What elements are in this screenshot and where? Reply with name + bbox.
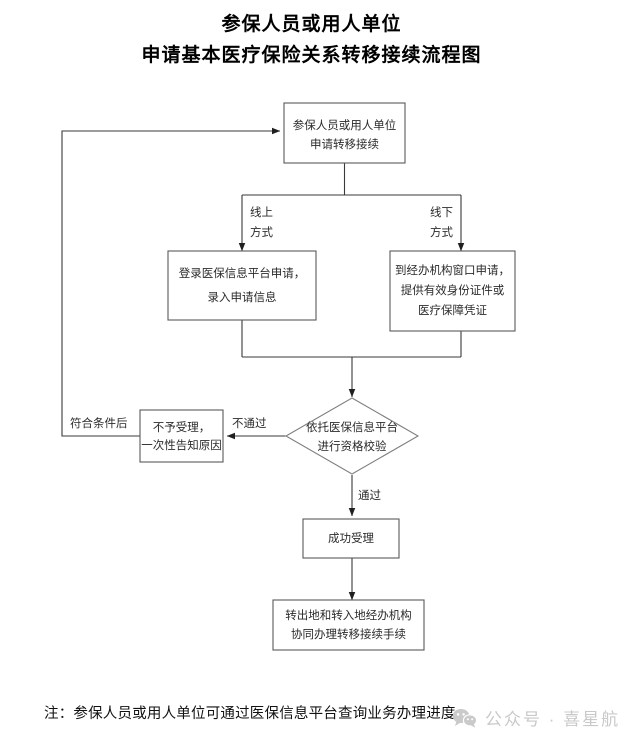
node-accept[interactable]: 成功受理 <box>302 518 400 559</box>
node-reject[interactable]: 不予受理， 一次性告知原因 <box>139 409 224 463</box>
node-online-box <box>167 250 317 321</box>
node-verify-decision[interactable]: 依托医保信息平台 进行资格校验 <box>284 397 420 475</box>
node-reject-line-2: 一次性告知原因 <box>141 438 222 452</box>
edge-label-offline-line-2: 方式 <box>430 225 453 239</box>
edge-label-offline-line-1: 线下 <box>430 205 453 219</box>
node-offline-application[interactable]: 到经办机构窗口申请， 提供有效身份证件或 医疗保障凭证 <box>389 250 516 332</box>
title-line-primary: 参保人员或用人单位 <box>221 14 402 35</box>
node-verify-line-2: 进行资格校验 <box>318 439 387 453</box>
node-reject-box <box>139 409 224 463</box>
flowchart-diagram: 参保人员或用人单位 申请转移接续 线上 方式 线下 方式 登录医保信息平台申请，… <box>0 88 623 673</box>
footer-note: 注：参保人员或用人单位可通过医保信息平台查询业务办理进度。 <box>44 706 471 722</box>
node-verify-diamond <box>284 397 420 475</box>
watermark: 公众号 · 喜星航 <box>452 705 620 730</box>
node-handle-transfer[interactable]: 转出地和转入地经办机构 协同办理转移接续手续 <box>272 599 425 651</box>
flowchart-svg: 参保人员或用人单位 申请转移接续 线上 方式 线下 方式 登录医保信息平台申请，… <box>61 102 516 651</box>
node-offline-line-1: 到经办机构窗口申请， <box>395 263 510 277</box>
node-online-application[interactable]: 登录医保信息平台申请， 录入申请信息 <box>167 250 317 321</box>
edge-reject-loopback-to-start <box>61 127 281 437</box>
node-online-line-1: 登录医保信息平台申请， <box>179 266 306 280</box>
watermark-label: 公众号 · 喜星航 <box>485 710 621 729</box>
node-start-line-1: 参保人员或用人单位 <box>293 118 397 132</box>
edge-label-requalify: 符合条件后 <box>70 416 128 430</box>
node-start[interactable]: 参保人员或用人单位 申请转移接续 <box>283 102 406 164</box>
node-start-box <box>283 102 406 164</box>
node-online-line-2: 录入申请信息 <box>208 290 277 304</box>
edge-label-online-line-2: 方式 <box>250 225 273 239</box>
title-line-secondary: 申请基本医疗保险关系转移接续流程图 <box>141 45 482 66</box>
page-title: 参保人员或用人单位 申请基本医疗保险关系转移接续流程图 <box>0 0 623 72</box>
edge-label-fail: 不通过 <box>232 417 267 430</box>
node-handle-line-2: 协同办理转移接续手续 <box>291 627 406 641</box>
node-accept-box <box>302 518 400 559</box>
edge-label-online-line-1: 线上 <box>250 205 273 219</box>
node-handle-box <box>272 599 425 651</box>
node-handle-line-1: 转出地和转入地经办机构 <box>285 608 412 622</box>
node-offline-line-2: 提供有效身份证件或 <box>401 283 505 297</box>
node-offline-box <box>389 250 516 332</box>
node-reject-line-1: 不予受理， <box>153 421 211 434</box>
wechat-icon <box>452 708 478 728</box>
node-verify-line-1: 依托医保信息平台 <box>306 420 398 434</box>
node-accept-line-1: 成功受理 <box>328 532 374 545</box>
node-start-line-2: 申请转移接续 <box>310 137 379 151</box>
edge-label-pass: 通过 <box>358 489 381 502</box>
node-offline-line-3: 医疗保障凭证 <box>418 303 487 317</box>
